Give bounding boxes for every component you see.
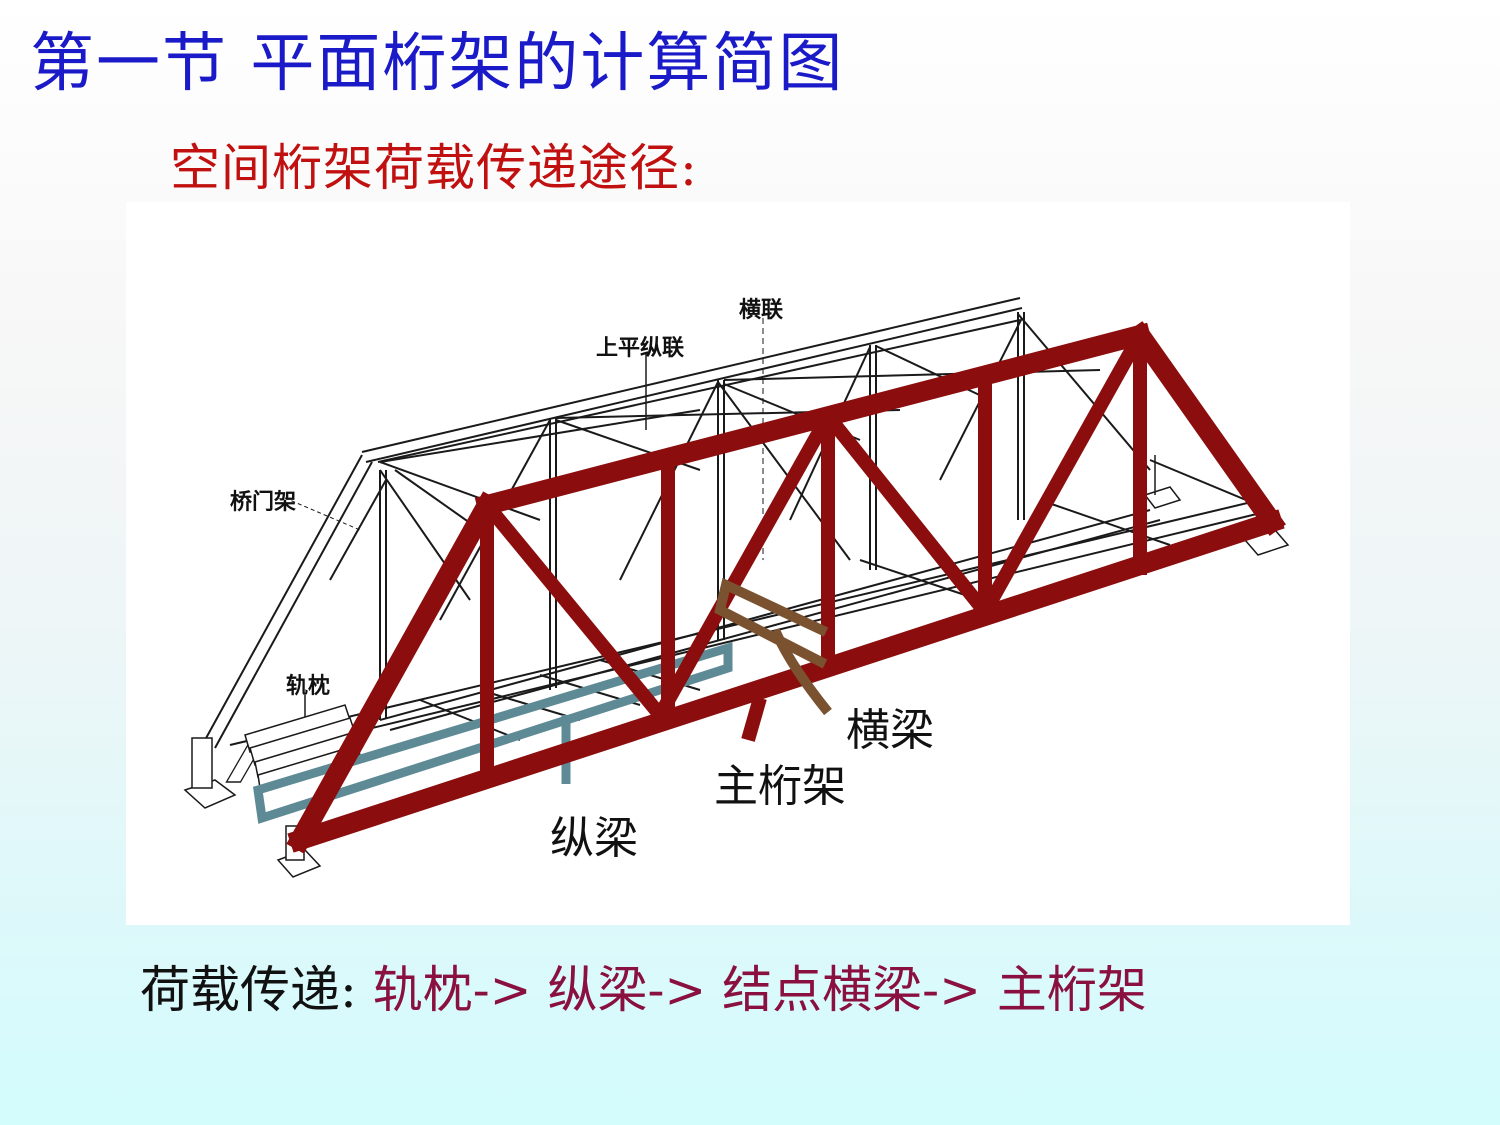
truss-bridge-drawing	[183, 297, 1290, 878]
load-path-step-floor-beam: 结点横梁->	[722, 961, 981, 1019]
label-portal-frame: 桥门架	[230, 490, 297, 515]
floor-beam-overlay	[714, 577, 832, 716]
label-sleepers: 轨枕	[286, 674, 331, 699]
load-path-step-main-truss: 主桁架	[996, 961, 1147, 1019]
label-stringer: 纵梁	[550, 813, 638, 864]
load-path-step-stringer: 纵梁->	[547, 961, 707, 1019]
label-cross-bracing: 横联	[739, 298, 784, 323]
bridge-truss-figure: 横联 上平纵联 桥门架 轨枕 横梁 主桁架 纵梁	[126, 202, 1350, 925]
label-top-lateral-bracing: 上平纵联	[596, 336, 685, 361]
load-path-step-sleepers: 轨枕->	[372, 961, 532, 1019]
load-path-label: 荷载传递:	[140, 961, 357, 1019]
slide-title: 第一节 平面桁架的计算简图	[30, 27, 845, 101]
label-main-truss: 主桁架	[714, 761, 846, 812]
label-floor-beam: 横梁	[846, 705, 934, 756]
main-truss-web	[480, 331, 1147, 772]
main-truss-overlay	[286, 321, 1286, 854]
sleepers-drawing	[225, 704, 361, 789]
slide-subtitle: 空间桁架荷载传递途径:	[170, 139, 698, 197]
load-path-line: 荷载传递: 轨枕-> 纵梁-> 结点横梁-> 主桁架	[140, 950, 1147, 1022]
